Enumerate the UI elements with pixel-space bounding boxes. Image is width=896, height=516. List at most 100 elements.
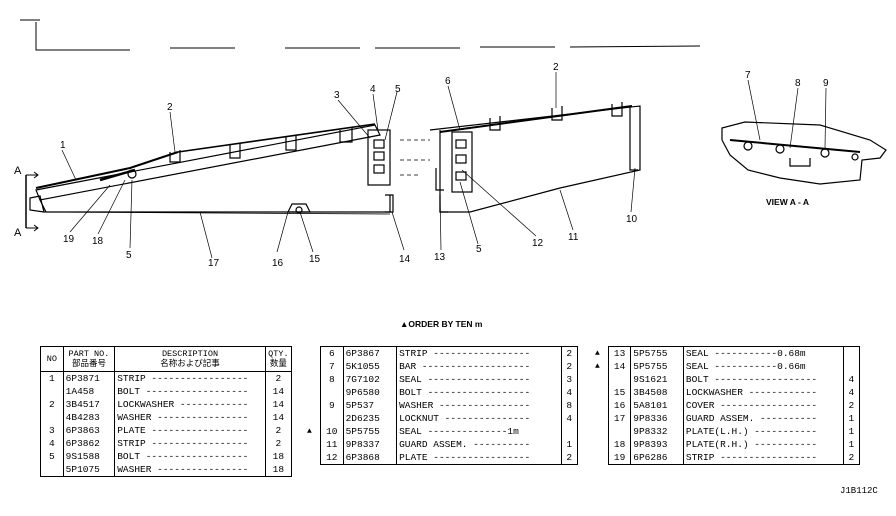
part-number: 5K1055 [342,360,397,373]
part-number: 9P6580 [342,386,397,399]
row-number: 10▲ [307,426,338,437]
part-number: 5P5755 [630,346,684,360]
part-number: 9P8337 [342,438,397,451]
length-value: 0.66m [777,361,806,372]
row-number [609,425,631,438]
part-description: SEAL --------------1m [396,425,562,438]
callout-19: 19 [63,234,75,245]
quantity: 2 [842,451,860,465]
header-qty: QTY. 数量 [264,346,292,372]
row-number: 13▲ [595,348,626,359]
description-text: STRIP [117,438,146,449]
part-number: 6P3868 [342,451,397,465]
view-a-a-detail [721,121,887,185]
quantity: 4 [842,373,860,386]
description-text: PLATE [399,452,428,463]
part-description: WASHER ---------------- [114,411,266,424]
leader-dots: ------------------ [421,387,531,398]
description-text: SEAL [685,348,709,359]
quantity: 2 [264,424,292,437]
parts-table-1: NO PART NO. 部品番号 DESCRIPTION 名称および記事 QTY… [40,346,292,477]
row-number: 3 [48,425,55,436]
leader-dots: ----------- [708,361,778,372]
part-description: PLATE(L.H.) ----------- [682,425,844,438]
description-text: BOLT [117,386,141,397]
section-mark-a-bottom: A [14,227,22,239]
quantity: 2 [264,437,292,450]
part-description: STRIP ----------------- [114,437,266,450]
description-text: PLATE(R.H.) [685,439,749,450]
callout-7: 7 [745,70,751,81]
row-number: 2 [48,399,55,410]
header-no: NO [40,346,64,372]
part-description: LOCKWASHER ------------ [682,386,844,399]
part-number: 5P537 [342,399,397,412]
description-text: BAR [399,361,417,372]
callout-16: 16 [272,258,284,269]
leader-dots: ----------- [748,426,818,437]
leader-dots: ---------- [467,439,531,450]
callout-8: 8 [795,78,801,89]
description-text: STRIP [685,452,715,463]
header-part-no: PART NO. 部品番号 [62,346,115,372]
leader-dots: ------------------ [421,374,531,385]
row-number [609,373,631,386]
length-value: 1m [507,426,519,437]
header-description: DESCRIPTION 名称および記事 [114,346,266,372]
part-number: 6P3862 [62,437,115,450]
part-description: PLATE(R.H.) ----------- [682,438,844,451]
figure-id: J1B112C [840,486,878,496]
leader-dots: ------------------ [140,386,249,397]
callout-2-right: 2 [553,62,559,73]
leader-dots: ------------ [174,399,249,410]
part-description: WASHER ---------------- [114,463,266,477]
quantity [560,425,578,438]
description-text: WASHER [117,412,152,423]
part-number: 5P1075 [62,463,115,477]
row-number [41,411,64,424]
quantity: 1 [560,438,578,451]
row-number: 11 [326,439,338,450]
quantity: 3 [560,373,578,386]
quantity [842,346,860,360]
callout-17: 17 [208,258,220,269]
part-description: SEAL -----------0.66m [682,360,844,373]
leader-dots: ----------- [708,348,778,359]
description-text: COVER [685,400,715,411]
part-description: COVER ----------------- [682,399,844,412]
order-note-text: ORDER BY TEN m [408,319,483,329]
part-number: 9P8336 [630,412,684,425]
description-text: STRIP [117,373,146,384]
part-description: PLATE ----------------- [396,451,562,465]
part-description: LOCKNUT --------------- [396,412,562,425]
row-number [321,386,344,399]
part-number: 9S1588 [62,450,115,463]
callout-4: 4 [370,84,376,95]
leader-dots: ----------------- [714,400,818,411]
view-a-a-label: VIEW A - A [766,197,809,207]
quantity: 2 [560,451,578,465]
row-number: 16 [613,400,626,411]
part-description: LOCKWASHER ------------ [114,398,266,411]
order-by-length-marker: ▲ [595,362,600,371]
leader-dots: -------------- [421,426,508,437]
row-number [321,412,344,425]
length-value: 0.68m [777,348,806,359]
description-text: BOLT [117,451,141,462]
order-by-length-marker: ▲ [307,427,312,436]
quantity: 18 [264,463,292,477]
description-text: PLATE [117,425,146,436]
row-number: 18 [613,439,626,450]
order-by-length-marker: ▲ [595,349,600,358]
